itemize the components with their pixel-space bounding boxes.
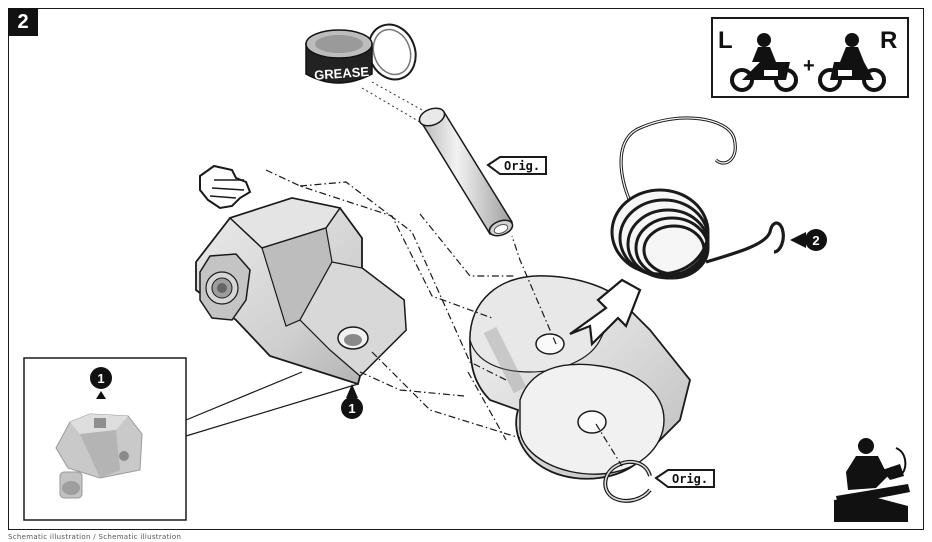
- grease-application-lead: [361, 87, 431, 129]
- orig-clip-callout: Orig.: [654, 469, 715, 488]
- side-indicator-box: L R +: [711, 17, 909, 98]
- grease-tin: GREASE: [305, 23, 417, 84]
- marker-1-part-label: 1: [348, 401, 355, 416]
- footpeg-bracket: [469, 275, 691, 480]
- assembly-guide-lines: [265, 169, 623, 467]
- orig-pin-callout: Orig.: [486, 156, 547, 175]
- return-spring: [610, 116, 785, 280]
- workshop-operator-icon: [834, 438, 910, 522]
- footer-caption: Schematic illustration / Schematic illus…: [8, 533, 182, 541]
- retaining-clip: [603, 459, 652, 503]
- insertion-arrow: [569, 278, 642, 347]
- orig-pin-label: Orig.: [504, 159, 540, 173]
- orig-clip-label: Orig.: [672, 472, 708, 486]
- marker-1-part-callout: 1: [341, 384, 363, 419]
- marker-1-inset-label: 1: [97, 371, 104, 386]
- inset-clamp-image: [55, 413, 143, 499]
- rider-left-icon: [730, 33, 798, 92]
- adjuster-knob: [199, 253, 251, 321]
- pivot-pin: [418, 107, 514, 237]
- step-number-badge: 2: [8, 8, 38, 36]
- pointing-hand-icon: [199, 164, 252, 210]
- side-right-label: R: [880, 27, 897, 54]
- grease-label: GREASE: [314, 64, 370, 83]
- side-left-label: L: [718, 27, 733, 54]
- footpeg-clamp: [195, 197, 407, 386]
- figure-frame: [8, 8, 924, 530]
- marker-2-label: 2: [812, 233, 819, 248]
- side-plus-label: +: [803, 55, 815, 77]
- rider-right-icon: [818, 33, 886, 92]
- inset-detail-panel: 1: [23, 357, 359, 521]
- marker-2-callout: 2: [790, 229, 827, 251]
